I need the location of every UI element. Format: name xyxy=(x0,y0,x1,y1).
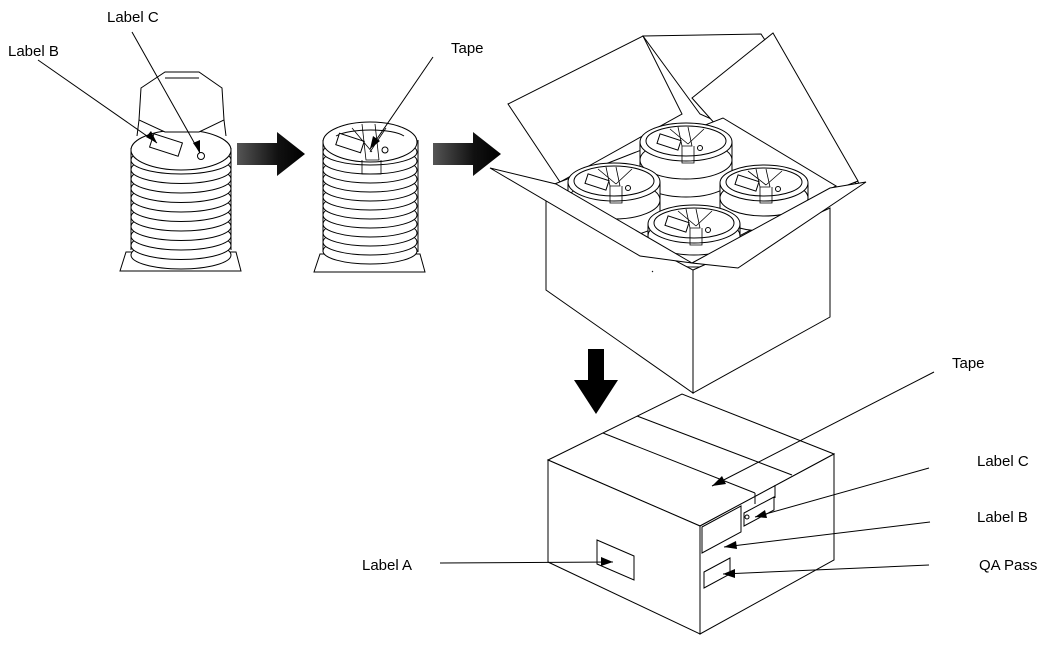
box-flap-back-left xyxy=(507,35,683,183)
container-tape-front xyxy=(759,187,773,204)
leader-line-box-label-a xyxy=(439,561,614,564)
container-label-dot xyxy=(775,186,781,192)
label-c-dot xyxy=(744,514,750,520)
container-label xyxy=(584,173,610,191)
arrowhead xyxy=(146,131,157,143)
cover-lid-edge xyxy=(136,119,227,137)
label-c-sticker xyxy=(197,152,205,160)
leader-line-label-c xyxy=(131,31,201,154)
label-b-sticker-2 xyxy=(335,132,365,154)
arrowhead xyxy=(724,541,737,549)
box-label-c-text: Label C xyxy=(977,453,1029,470)
container-inner-rim xyxy=(725,167,803,197)
label-c-sticker-box xyxy=(743,496,775,527)
top-wafer xyxy=(130,129,232,171)
container-inner-rim xyxy=(573,165,655,197)
leader-line-label-b xyxy=(37,59,158,144)
box-flap-front-right xyxy=(690,181,867,269)
tape-text-top: Tape xyxy=(451,40,484,57)
label-c-sticker-2 xyxy=(381,146,389,154)
arrowhead xyxy=(712,476,726,486)
box-label-b-text: Label B xyxy=(977,509,1028,526)
label-b-sticker-box xyxy=(701,505,742,554)
label-a-sticker xyxy=(596,539,635,581)
down-arrow-icon xyxy=(574,349,618,414)
container-tape xyxy=(677,126,693,147)
leader-line-box-label-c xyxy=(754,467,930,518)
label-b-text: Label B xyxy=(8,43,59,60)
wafer-stack-with-cover xyxy=(119,71,242,272)
right-arrow-icon xyxy=(237,132,305,176)
leader-line-box-tape xyxy=(711,371,935,487)
wafer-container xyxy=(639,122,733,198)
leader-line-box-qa-pass xyxy=(722,564,930,575)
container-tape-front xyxy=(689,228,703,246)
container-tape-cross xyxy=(669,128,705,145)
leader-line-tape xyxy=(369,56,434,150)
arrowhead xyxy=(723,569,735,578)
container-label-dot xyxy=(705,227,711,233)
container-label-dot xyxy=(697,145,703,151)
tape-band-edge-2 xyxy=(636,415,793,476)
box-qa-pass-text: QA Pass xyxy=(979,557,1037,574)
arrowhead xyxy=(755,510,767,518)
wafer-stack-taped xyxy=(313,121,426,273)
cover-lid xyxy=(138,71,225,133)
container-tape xyxy=(685,208,701,229)
container-tape xyxy=(755,168,771,188)
container-tape-cross xyxy=(597,168,633,185)
tape-band-edge-1 xyxy=(602,432,756,494)
label-c-text: Label C xyxy=(107,9,159,26)
container-tape-front xyxy=(681,146,695,164)
container-label xyxy=(734,174,760,192)
box-dot xyxy=(651,270,654,273)
right-arrow-icon xyxy=(433,132,501,176)
arrowhead xyxy=(370,136,380,149)
arrowhead xyxy=(601,557,613,566)
container-tape-cross xyxy=(677,210,713,227)
container-tape xyxy=(605,166,621,187)
tape-strip-front xyxy=(361,160,382,175)
arrowhead xyxy=(193,140,200,153)
container-label xyxy=(656,133,682,151)
container-label xyxy=(664,215,690,233)
container-tape-cross xyxy=(747,170,783,186)
tape-band-face xyxy=(754,485,776,504)
open-shipping-box xyxy=(489,32,867,394)
wafer-container xyxy=(719,164,809,232)
closed-shipping-box xyxy=(546,393,836,635)
container-tape-front xyxy=(609,186,623,204)
container-inner-rim xyxy=(653,207,735,239)
packed-wafer-containers xyxy=(567,122,809,268)
leader-line-box-label-b xyxy=(723,521,931,548)
box-label-a-text: Label A xyxy=(362,557,412,574)
container-inner-rim xyxy=(645,125,727,157)
box-tape-text: Tape xyxy=(952,355,985,372)
label-b-sticker xyxy=(148,133,184,157)
container-label-dot xyxy=(625,185,631,191)
closed-box-right-face xyxy=(699,453,835,635)
